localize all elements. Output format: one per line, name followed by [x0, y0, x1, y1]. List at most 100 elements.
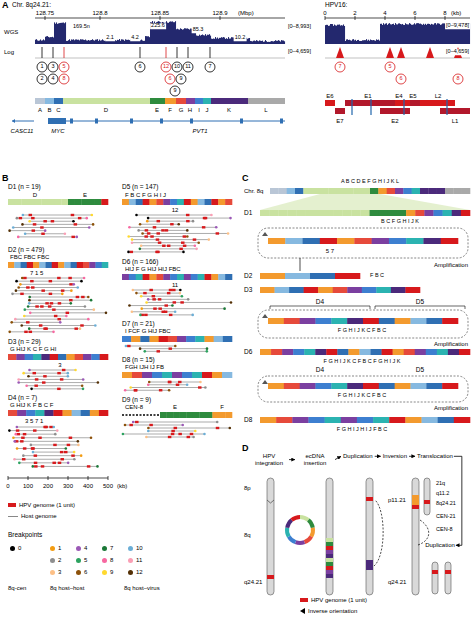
hpv-unit: [127, 345, 131, 347]
hpv-unit: [144, 314, 148, 316]
coverage-bar: [351, 41, 352, 44]
coverage-bar: [215, 37, 216, 44]
stage-title: Duplication: [343, 453, 373, 460]
callout-number: 3: [51, 64, 54, 70]
coverage-bar: [405, 23, 406, 44]
insert-band: [412, 495, 419, 505]
breakpoint-dot: [73, 458, 76, 461]
segment-bar: [191, 199, 198, 205]
coverage-bar: [66, 41, 67, 44]
segment-bar: [304, 287, 319, 293]
segment-bar: [415, 210, 424, 216]
breakpoint-dot: [191, 314, 194, 317]
coverage-bar: [214, 39, 215, 44]
breakpoint-dot: [147, 298, 150, 301]
coverage-bar: [97, 39, 98, 44]
hpv-unit: [58, 302, 62, 304]
segment-bar: [101, 199, 108, 205]
segment-bar: [326, 349, 337, 355]
label-text: E6: [326, 93, 333, 99]
segment-bar: [395, 188, 404, 194]
hpv-unit: [60, 458, 64, 460]
breakpoint-dot: [83, 277, 86, 280]
breakpoint-dot: [90, 299, 93, 302]
callout-circle: [172, 62, 182, 72]
hpv-gene: [335, 108, 345, 114]
breakpoint-dot: [140, 307, 143, 310]
host-read: [147, 302, 231, 303]
ecdna-arc: [304, 536, 313, 545]
segment-bar: [223, 336, 232, 342]
segment-bar: [156, 199, 163, 205]
coverage-bar: [254, 41, 255, 44]
hpv-unit: [178, 381, 182, 383]
segment-bar: [424, 210, 433, 216]
breakpoint-dot: [13, 458, 16, 461]
coverage-bar: [417, 23, 418, 44]
hpv-unit: [71, 236, 75, 238]
hpv-unit: [174, 427, 178, 429]
segment-bar: [300, 318, 316, 324]
host-read: [17, 448, 66, 449]
hpv-unit: [35, 305, 39, 307]
coverage-bar: [35, 40, 36, 44]
breakpoint-dot: [124, 424, 127, 427]
segment-bar: [331, 383, 347, 389]
label-text: E4: [395, 93, 402, 99]
hpv-band: [445, 570, 451, 574]
callout-number: 6: [168, 76, 171, 82]
breakpoint-dot: [186, 229, 189, 232]
label-text: Amplification: [434, 405, 468, 411]
legend-item: 11: [128, 557, 142, 563]
hpv-unit: [183, 245, 187, 247]
hpv-unit: [31, 447, 35, 449]
hpv-unit: [31, 286, 35, 288]
coverage-bar: [379, 41, 380, 44]
legend-text: Host genome: [21, 513, 57, 519]
insert-band: [326, 554, 333, 558]
segment-bar: [152, 372, 162, 378]
breakpoint-dot: [76, 286, 79, 289]
breakpoint-tick: [177, 47, 178, 58]
segment-bar: [387, 188, 396, 194]
segment-bar: [100, 354, 109, 360]
hpv-unit: [145, 229, 149, 231]
breakpoint-dot: [67, 462, 70, 465]
coverage-bar: [399, 23, 400, 44]
coverage-bar: [412, 25, 413, 44]
coverage-bar: [334, 25, 335, 44]
hpv-unit: [80, 324, 84, 326]
segment-bar: [122, 372, 132, 378]
breakpoint-dot: [16, 426, 19, 429]
breakpoint-dot: [17, 378, 20, 381]
host-read: [125, 390, 169, 391]
segment-bar: [405, 417, 421, 423]
hpv-unit: [76, 296, 80, 298]
callout-number: 4: [51, 76, 54, 82]
label-text: D8 (n = 15): [122, 357, 155, 364]
coverage-bar: [261, 41, 262, 44]
segment-bar: [426, 349, 437, 355]
hpv-unit: [162, 245, 166, 247]
segment-bar: [347, 287, 362, 293]
coverage-bar: [342, 26, 343, 44]
breakpoint-dot: [52, 331, 55, 334]
hpv-unit: [158, 241, 162, 243]
centromere-segment: [122, 414, 160, 416]
coverage-bar: [335, 25, 336, 44]
host-read: [22, 325, 96, 326]
coverage-bar: [391, 24, 392, 44]
breakpoint-dot: [17, 236, 20, 239]
segment-bar: [186, 412, 193, 418]
label-text: E5: [409, 93, 416, 99]
coverage-bar: [339, 24, 340, 44]
breakpoint-dot: [139, 314, 142, 317]
breakpoint-dot: [11, 293, 14, 296]
region-bar: [45, 98, 54, 104]
coverage-bar: [95, 40, 96, 44]
gene-line: [66, 121, 285, 122]
coverage-bar: [181, 29, 182, 44]
coverage-bar: [65, 22, 66, 44]
label-text: D8: [244, 417, 252, 424]
coverage-bar: [88, 40, 89, 44]
